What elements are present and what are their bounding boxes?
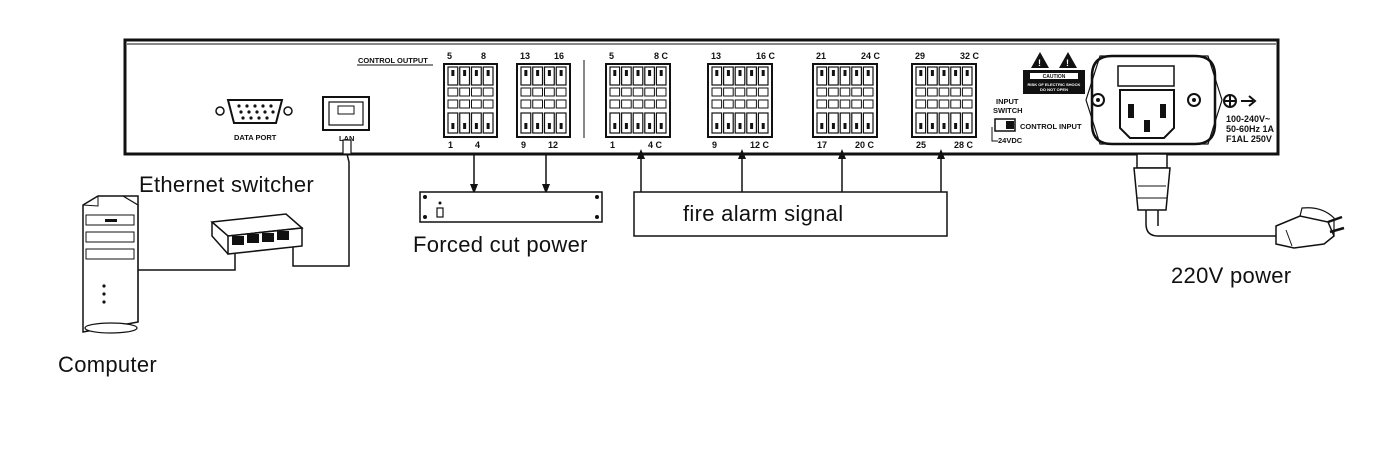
pin-number-label: 9 — [712, 140, 717, 150]
pin-number-label: 28 C — [954, 140, 974, 150]
ethernet-switch-device — [210, 213, 304, 255]
terminal-blocks: 5 8 1 4 13 16 9 12 5 8 C 1 4 C 13 16 C 9 12 C 21 24 C 17 20… — [443, 51, 980, 150]
pin-number-label: 13 — [711, 51, 721, 61]
fire-alarm-arrows — [637, 149, 945, 192]
caution-label: ! ! — [1023, 52, 1085, 94]
pin-number-label: 8 — [481, 51, 486, 61]
pin-number-label: 4 C — [648, 140, 663, 150]
caution-text-1: RISK OF ELECTRIC SHOCK — [1028, 82, 1081, 87]
pin-number-label: 12 C — [750, 140, 770, 150]
pin-number-label: 21 — [816, 51, 826, 61]
power-spec-line-2: 50-60Hz 1A — [1226, 124, 1275, 134]
input-terminal-block: 13 16 C 9 12 C — [707, 51, 776, 150]
input-switch-label-1: INPUT — [996, 97, 1019, 106]
input-switch-toggle — [991, 118, 1016, 142]
input-terminal-block: 21 24 C 17 20 C — [812, 51, 881, 150]
svg-text:!: ! — [1066, 58, 1069, 68]
output-terminal-block: 13 16 9 12 — [516, 51, 571, 150]
pin-number-label: 1 — [448, 140, 453, 150]
control-output-label: CONTROL OUTPUT — [358, 56, 428, 65]
power-220v-label: 220V power — [1171, 263, 1291, 288]
lan-port — [322, 96, 370, 131]
data-port-connector — [215, 99, 293, 124]
pin-number-label: 5 — [609, 51, 614, 61]
pin-number-label: 16 — [554, 51, 564, 61]
pin-number-label: 13 — [520, 51, 530, 61]
pin-number-label: 5 — [447, 51, 452, 61]
input-terminal-block: 29 32 C 25 28 C — [911, 51, 980, 150]
data-port-label: DATA PORT — [234, 133, 277, 142]
power-cord — [1133, 153, 1280, 237]
fire-alarm-signal-box — [633, 191, 948, 237]
input-terminal-block: 5 8 C 1 4 C — [605, 51, 671, 150]
pin-number-label: 17 — [817, 140, 827, 150]
forced-cut-power-label: Forced cut power — [413, 232, 588, 257]
input-voltage-label: 24VDC — [998, 136, 1023, 145]
forced-cut-power-arrows — [470, 154, 550, 194]
forced-cut-power-box — [419, 191, 603, 223]
wall-plug-icon — [1275, 207, 1345, 249]
pin-number-label: 32 C — [960, 51, 980, 61]
pin-number-label: 25 — [916, 140, 926, 150]
fire-alarm-signal-label: fire alarm signal — [683, 201, 843, 226]
device-rear-panel — [123, 38, 1280, 156]
computer-tower — [82, 195, 139, 334]
pin-number-label: 20 C — [855, 140, 875, 150]
input-switch-label-2: SWITCH — [993, 106, 1023, 115]
ethernet-switcher-label: Ethernet switcher — [139, 172, 314, 197]
pin-number-label: 24 C — [861, 51, 881, 61]
pin-number-label: 1 — [610, 140, 615, 150]
control-input-label: CONTROL INPUT — [1020, 122, 1082, 131]
power-spec-line-3: F1AL 250V — [1226, 134, 1272, 144]
pin-number-label: 9 — [521, 140, 526, 150]
power-spec-line-1: 100-240V~ — [1226, 114, 1270, 124]
caution-title: CAUTION — [1043, 74, 1066, 80]
svg-text:!: ! — [1038, 58, 1041, 68]
power-inlet — [1085, 54, 1223, 146]
lan-cable — [292, 139, 352, 267]
pin-number-label: 4 — [475, 140, 480, 150]
pin-number-label: 12 — [548, 140, 558, 150]
pin-number-label: 8 C — [654, 51, 669, 61]
ground-symbol-icon — [1223, 94, 1257, 108]
caution-text-2: DO NOT OPEN — [1040, 87, 1068, 92]
pin-number-label: 29 — [915, 51, 925, 61]
lan-label: LAN — [339, 134, 354, 143]
computer-cable — [138, 254, 236, 271]
pin-number-label: 16 C — [756, 51, 776, 61]
output-terminal-block: 5 8 1 4 — [443, 51, 498, 150]
computer-label: Computer — [58, 352, 157, 377]
